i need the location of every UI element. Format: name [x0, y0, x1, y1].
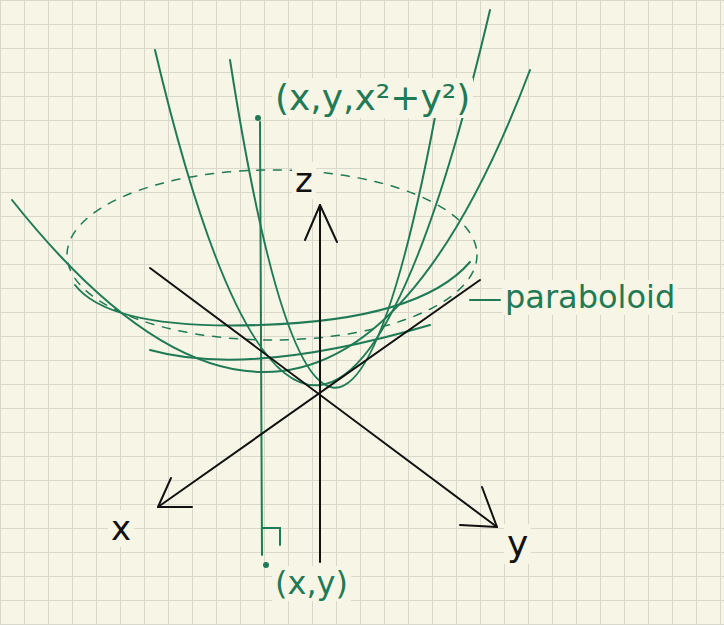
dashed-ellipse — [67, 170, 477, 340]
parabola-curve — [12, 70, 530, 372]
point-dot — [263, 562, 269, 568]
point-dot — [255, 115, 261, 121]
z-axis — [319, 205, 321, 562]
y-axis — [150, 268, 497, 527]
right-angle-mark — [262, 528, 280, 545]
axis-label: y — [504, 524, 531, 564]
point-label: (x,y,x²+y²) — [272, 78, 473, 118]
leader-line — [470, 299, 500, 301]
level-curve — [75, 262, 470, 326]
arrowhead — [305, 205, 337, 242]
arrowhead — [158, 478, 192, 507]
axis-label: z — [292, 162, 316, 199]
level-curve — [150, 325, 430, 360]
point-label: (x,y) — [272, 566, 351, 601]
parabola-curve — [155, 10, 490, 385]
arrowhead — [460, 487, 497, 527]
vertical-line — [260, 122, 262, 555]
axis-label: x — [108, 510, 134, 547]
surface-label: paraboloid — [502, 280, 678, 315]
